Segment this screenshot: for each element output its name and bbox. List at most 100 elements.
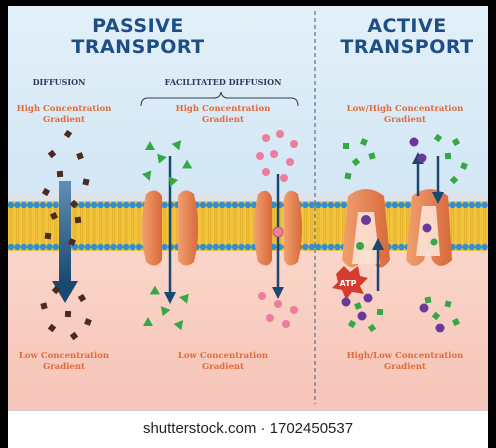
lipid-head xyxy=(398,201,405,209)
lipid-head xyxy=(308,243,315,251)
active-pump-1: ATP xyxy=(332,189,390,300)
lipid-head xyxy=(103,201,111,209)
pink-molecule xyxy=(262,134,270,142)
green-molecule xyxy=(433,133,443,143)
lipid-head xyxy=(455,201,463,209)
lipid-head xyxy=(46,243,53,251)
lipid-head xyxy=(14,243,21,251)
active-title-line-2: TRANSPORT xyxy=(340,36,474,58)
lipid-head xyxy=(481,201,488,209)
gradient-line-2: Gradient xyxy=(202,115,244,125)
pink-molecule xyxy=(276,130,284,138)
lipid-head xyxy=(199,243,207,251)
gradient-line-1: Low/High Concentration xyxy=(346,104,464,114)
pink-molecule xyxy=(256,152,264,160)
active-bottom-gradient: High/Low Concentration Gradient xyxy=(330,351,480,373)
lipid-head xyxy=(475,201,482,209)
lipid-head xyxy=(161,243,168,251)
green-molecule xyxy=(347,319,357,329)
lipid-head xyxy=(161,201,168,209)
brown-molecule xyxy=(82,178,90,186)
lipid-head xyxy=(238,201,245,209)
green-molecule xyxy=(179,293,189,304)
channel-protein-2 xyxy=(254,130,302,328)
passive-title: PASSIVE TRANSPORT xyxy=(48,16,228,58)
lipid-head xyxy=(462,201,469,209)
lipid-head xyxy=(39,243,47,251)
diffusion-low-gradient: Low Concentration Gradient xyxy=(14,351,114,373)
lipid-head xyxy=(97,201,104,209)
gradient-line-1: Low Concentration xyxy=(177,351,269,361)
lipid-head xyxy=(78,201,85,209)
active-title: ACTIVE TRANSPORT xyxy=(326,16,488,58)
purple-molecule xyxy=(417,153,427,163)
purple-molecule xyxy=(409,137,419,147)
pink-molecule xyxy=(280,174,288,182)
lipid-head xyxy=(321,201,328,209)
lipid-head xyxy=(225,201,232,209)
lipid-head xyxy=(321,243,328,251)
lipid-head xyxy=(33,201,40,209)
transport-diagram: ATP xyxy=(8,6,488,410)
lipid-head xyxy=(91,243,98,251)
lipid-head xyxy=(212,243,219,251)
brown-molecule xyxy=(47,149,57,159)
green-molecule xyxy=(182,159,193,169)
channel-protein-1 xyxy=(141,140,198,331)
pink-molecule xyxy=(290,306,298,314)
lipid-head xyxy=(116,243,124,251)
lipid-head xyxy=(33,243,40,251)
brown-molecule xyxy=(68,238,76,246)
lipid-head xyxy=(84,201,92,209)
brown-molecule xyxy=(76,152,84,160)
pink-molecule xyxy=(286,158,294,166)
lipid-head xyxy=(244,243,251,251)
brown-molecule xyxy=(41,187,51,197)
lipid-head xyxy=(78,243,85,251)
facilitated-low-gradient: Low Concentration Gradient xyxy=(168,351,278,373)
diagram-frame: ATP PASSIVE TRANSPORT ACTIVE TRANSPORT D… xyxy=(8,6,488,410)
facilitated-pink-molecules xyxy=(256,130,298,328)
lipid-head xyxy=(52,243,59,251)
green-molecule xyxy=(424,296,432,304)
lipid-head xyxy=(14,201,21,209)
gradient-line-2: Gradient xyxy=(384,362,426,372)
lipid-head xyxy=(39,201,47,209)
lipid-head xyxy=(129,243,136,251)
pink-molecule xyxy=(290,140,298,148)
brown-molecule xyxy=(64,310,72,318)
green-molecule xyxy=(449,175,459,185)
purple-molecule xyxy=(357,311,367,321)
lipid-head xyxy=(315,243,322,251)
green-molecule xyxy=(171,140,182,151)
lipid-head xyxy=(404,201,411,209)
lipid-head xyxy=(199,201,207,209)
green-molecule xyxy=(157,153,167,164)
lipid-head xyxy=(231,243,239,251)
gradient-line-2: Gradient xyxy=(43,362,85,372)
green-molecule xyxy=(354,302,362,310)
gradient-line-2: Gradient xyxy=(43,115,85,125)
brown-molecule xyxy=(77,293,87,303)
lipid-head xyxy=(468,201,475,209)
lipid-head xyxy=(302,243,309,251)
green-molecule xyxy=(376,308,384,316)
gradient-line-1: Low Concentration xyxy=(18,351,110,361)
lipid-head xyxy=(91,201,98,209)
pink-molecule xyxy=(262,168,270,176)
lipid-head xyxy=(225,243,232,251)
green-molecule xyxy=(149,285,160,295)
lipid-head xyxy=(327,201,335,209)
green-molecule xyxy=(460,162,468,170)
lipid-head xyxy=(468,243,475,251)
diffusion-molecules xyxy=(40,129,92,341)
pink-molecule xyxy=(258,292,266,300)
green-molecule xyxy=(444,152,452,160)
facilitated-high-gradient: High Concentration Gradient xyxy=(168,104,278,126)
lipid-head xyxy=(334,201,341,209)
diffusion-column xyxy=(40,129,92,341)
pink-molecule xyxy=(266,314,274,322)
lipid-head xyxy=(238,243,245,251)
pink-molecule xyxy=(270,150,278,158)
lipid-head xyxy=(219,201,226,209)
